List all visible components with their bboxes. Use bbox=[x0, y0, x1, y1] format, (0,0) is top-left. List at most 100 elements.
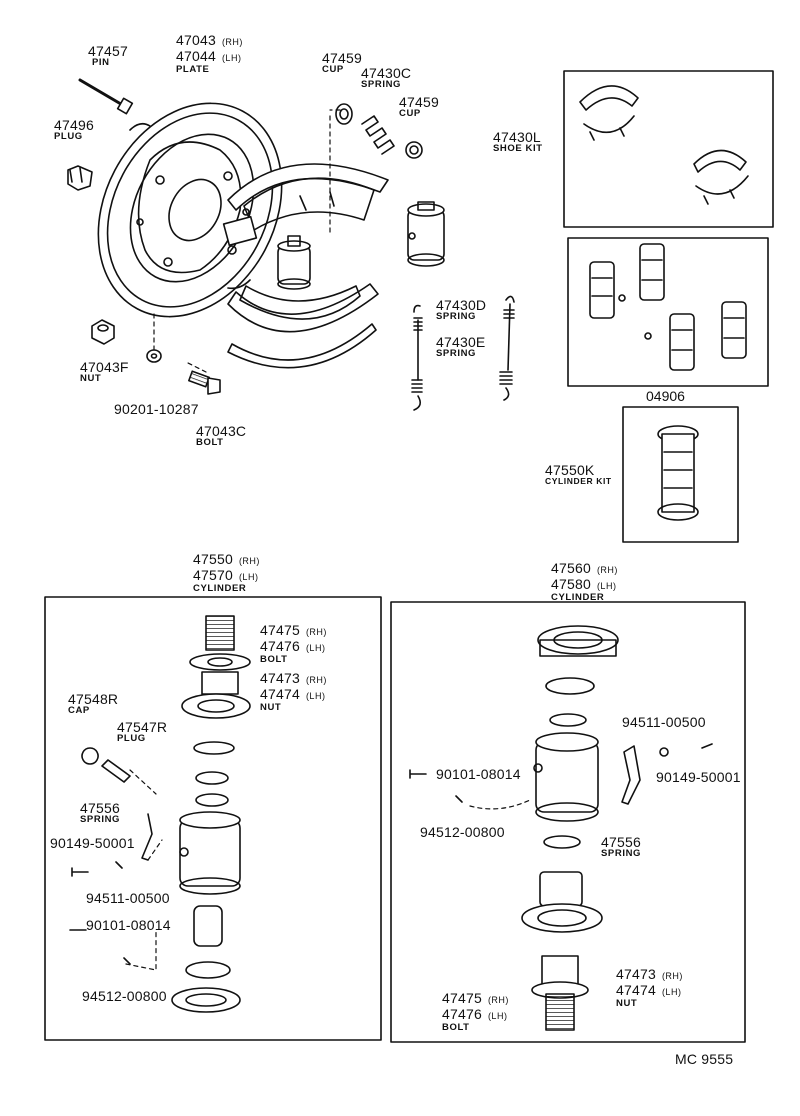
cylkit-label: 47550K CYLINDER KIT bbox=[545, 463, 612, 486]
cup2-number: 47459 bbox=[399, 94, 439, 110]
springc-name: SPRING bbox=[361, 79, 402, 90]
R-nut-lh-side: (LH) bbox=[661, 987, 682, 997]
pin-name: PIN bbox=[92, 57, 110, 68]
left-cylinder-label: 47550 (RH) 47570 (LH) CYLINDER bbox=[193, 552, 260, 594]
R-bolt-lh-side: (LH) bbox=[487, 1011, 508, 1021]
L-spring-label: 47556 SPRING bbox=[80, 801, 120, 825]
L-bolt-rh-side: (RH) bbox=[305, 627, 327, 637]
kit-04906-frame bbox=[567, 237, 769, 387]
shoekit-number: 47430L bbox=[493, 129, 541, 145]
cylR-lh-side: (LH) bbox=[596, 581, 617, 591]
cylR-rh-side: (RH) bbox=[596, 565, 618, 575]
bolt-47043c bbox=[188, 370, 221, 395]
L-bolt-lh-number: 47476 bbox=[260, 638, 300, 654]
L-nut-name: NUT bbox=[260, 702, 282, 713]
cup1-number: 47459 bbox=[322, 50, 362, 66]
R-nut-label: 47473(RH) 47474(LH) NUT bbox=[616, 967, 683, 1009]
bolt-label: 47043C BOLT bbox=[196, 424, 246, 448]
spring-47430c bbox=[361, 115, 395, 155]
plate-name: PLATE bbox=[176, 64, 210, 75]
springc-label: 47430C SPRING bbox=[361, 66, 411, 90]
R-screw2-number: 90101-08014 bbox=[436, 766, 521, 782]
R-spring-name: SPRING bbox=[601, 848, 642, 859]
cylL-name: CYLINDER bbox=[193, 583, 247, 594]
brake-shoe-lower bbox=[227, 283, 379, 369]
cylL-rh-side: (RH) bbox=[238, 556, 260, 566]
L-bolt-name: BOLT bbox=[260, 654, 288, 665]
cup2-label: 47459 CUP bbox=[399, 95, 439, 119]
plug-number: 47496 bbox=[54, 117, 94, 133]
plug-name: PLUG bbox=[54, 131, 83, 142]
kit-04906-number: 04906 bbox=[646, 388, 685, 404]
L-nut-lh-side: (LH) bbox=[305, 691, 326, 701]
R-bolt-rh-side: (RH) bbox=[487, 995, 509, 1005]
cylkit-number: 47550K bbox=[545, 462, 595, 478]
pin-label: 47457 PIN bbox=[88, 44, 128, 68]
springc-number: 47430C bbox=[361, 65, 412, 81]
L-screw1-number: 90149-50001 bbox=[50, 835, 135, 851]
shoe-kit-shoes bbox=[579, 85, 749, 205]
pin-part bbox=[78, 78, 134, 115]
nut-number: 47043F bbox=[80, 359, 129, 375]
cylR-rh-number: 47560 bbox=[551, 560, 591, 576]
plug2-number: 47547R bbox=[117, 719, 168, 735]
nut-47043f bbox=[91, 319, 115, 345]
springd-number: 47430D bbox=[436, 297, 487, 313]
pin-number: 47457 bbox=[88, 43, 128, 59]
R-nut2-number: 94512-00800 bbox=[420, 824, 505, 840]
bolt-name: BOLT bbox=[196, 437, 224, 448]
plate-rh-side: (RH) bbox=[221, 37, 243, 47]
L-nut-rh-number: 47473 bbox=[260, 670, 300, 686]
cap-label: 47548R CAP bbox=[68, 692, 118, 716]
shoekit-label: 47430L SHOE KIT bbox=[493, 130, 543, 154]
cylL-rh-number: 47550 bbox=[193, 551, 233, 567]
plate-lh-side: (LH) bbox=[221, 53, 242, 63]
springd-label: 47430D SPRING bbox=[436, 298, 486, 322]
R-nut-rh-side: (RH) bbox=[661, 971, 683, 981]
spring-47430e bbox=[499, 295, 515, 401]
shoe-kit-frame bbox=[563, 70, 774, 228]
cylinder-kit-frame bbox=[622, 406, 739, 543]
L-nut-label: 47473(RH) 47474(LH) NUT bbox=[260, 671, 327, 713]
bolt-number: 47043C bbox=[196, 423, 247, 439]
shoekit-name: SHOE KIT bbox=[493, 143, 543, 154]
plug2-label: 47547R PLUG bbox=[117, 720, 167, 744]
R-bolt-name: BOLT bbox=[442, 1022, 470, 1033]
cylR-name: CYLINDER bbox=[551, 592, 605, 603]
washer-number: 90201-10287 bbox=[114, 401, 199, 417]
cylR-lh-number: 47580 bbox=[551, 576, 591, 592]
spring-47430d bbox=[411, 304, 423, 411]
cylL-lh-side: (LH) bbox=[238, 572, 259, 582]
L-nut2-number: 94511-00500 bbox=[86, 890, 170, 906]
springd-name: SPRING bbox=[436, 311, 477, 322]
cup1-label: 47459 CUP bbox=[322, 51, 362, 75]
wheel-cylinder-loose bbox=[407, 201, 445, 267]
cup-upper bbox=[335, 103, 353, 125]
R-screw1-number: 90149-50001 bbox=[656, 769, 741, 785]
L-bolt-lh-side: (LH) bbox=[305, 643, 326, 653]
plug-label: 47496 PLUG bbox=[54, 118, 94, 142]
R-nut-name: NUT bbox=[616, 998, 638, 1009]
right-cylinder-assembly bbox=[409, 625, 713, 1031]
nut-name: NUT bbox=[80, 373, 102, 384]
springe-number: 47430E bbox=[436, 334, 486, 350]
left-cylinder-frame bbox=[44, 596, 382, 1041]
cup2-name: CUP bbox=[399, 108, 421, 119]
R-bolt-rh-number: 47475 bbox=[442, 990, 482, 1006]
backing-plate bbox=[97, 102, 283, 318]
cup-lower bbox=[405, 141, 423, 159]
plate-rh-number: 47043 bbox=[176, 32, 216, 48]
R-spring-label: 47556 SPRING bbox=[601, 835, 641, 859]
R-bolt-lh-number: 47476 bbox=[442, 1006, 482, 1022]
L-screw2-number: 90101-08014 bbox=[86, 917, 171, 933]
left-cylinder-assembly bbox=[69, 615, 251, 1013]
cylinder-kit-part bbox=[657, 425, 699, 521]
brake-shoe-upper bbox=[222, 163, 389, 247]
cap-number: 47548R bbox=[68, 691, 119, 707]
cylL-lh-number: 47570 bbox=[193, 567, 233, 583]
plate-label: 47043(RH) 47044(LH) PLATE bbox=[176, 33, 243, 75]
L-spring-name: SPRING bbox=[80, 814, 121, 825]
kit-04906-parts bbox=[589, 243, 747, 371]
cylkit-name: CYLINDER KIT bbox=[545, 476, 612, 486]
